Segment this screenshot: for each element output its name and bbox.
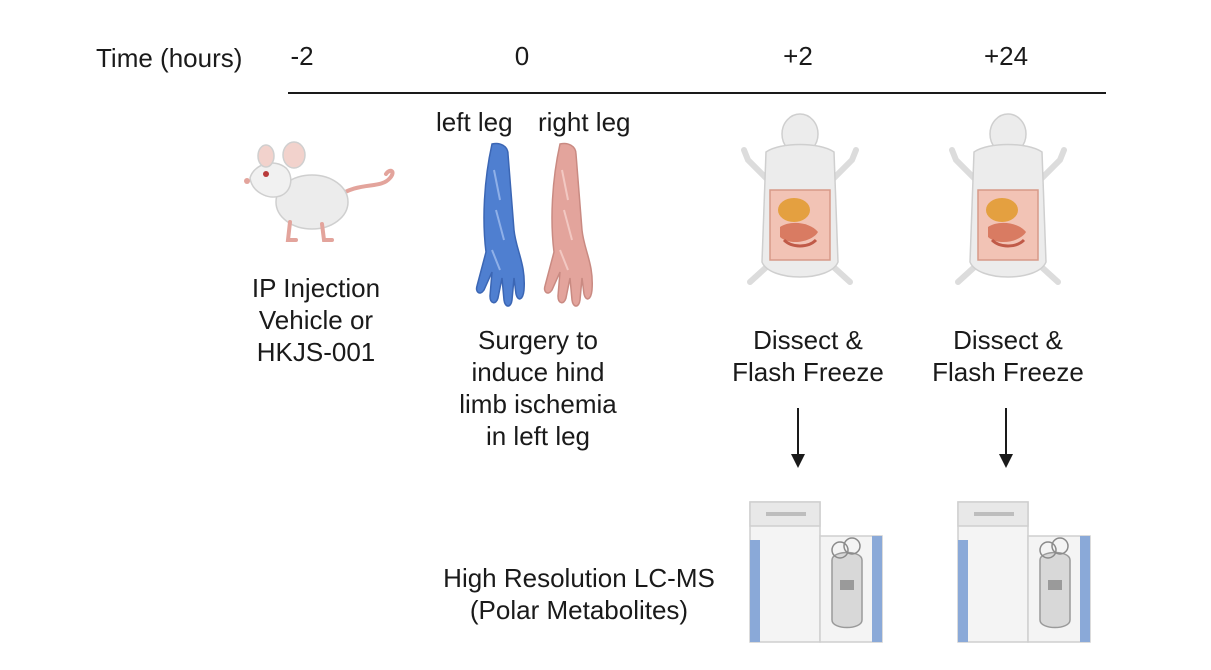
time-tick-minus-2: -2 (290, 41, 314, 71)
step-dissect-24h-text: Dissect & Flash Freeze (932, 325, 1084, 387)
time-tick-plus-2: +2 (783, 41, 813, 71)
down-arrow-icon (791, 408, 805, 468)
time-tick-0: 0 (514, 41, 530, 71)
lc-ms-instrument-icon (957, 501, 1091, 643)
time-tick-plus-24: +24 (983, 41, 1029, 71)
right-leg-label: right leg (538, 107, 631, 137)
lc-ms-instrument-icon (749, 501, 883, 643)
step-injection-text: IP Injection Vehicle or HKJS-001 (251, 273, 381, 367)
step-surgery-text: Surgery to induce hind limb ischemia in … (459, 325, 617, 451)
down-arrow-icon (999, 408, 1013, 468)
right-leg-icon (543, 142, 593, 307)
step-dissect-2h-text: Dissect & Flash Freeze (732, 325, 884, 387)
left-leg-label: left leg (436, 107, 513, 137)
timeline-axis (288, 92, 1106, 94)
analysis-text: High Resolution LC-MS (Polar Metabolites… (443, 563, 715, 625)
left-leg-icon (475, 142, 525, 307)
dissected-mouse-icon (949, 113, 1067, 285)
mouse-icon (244, 141, 395, 242)
time-axis-label: Time (hours) (96, 43, 243, 73)
dissected-mouse-icon (741, 113, 859, 285)
